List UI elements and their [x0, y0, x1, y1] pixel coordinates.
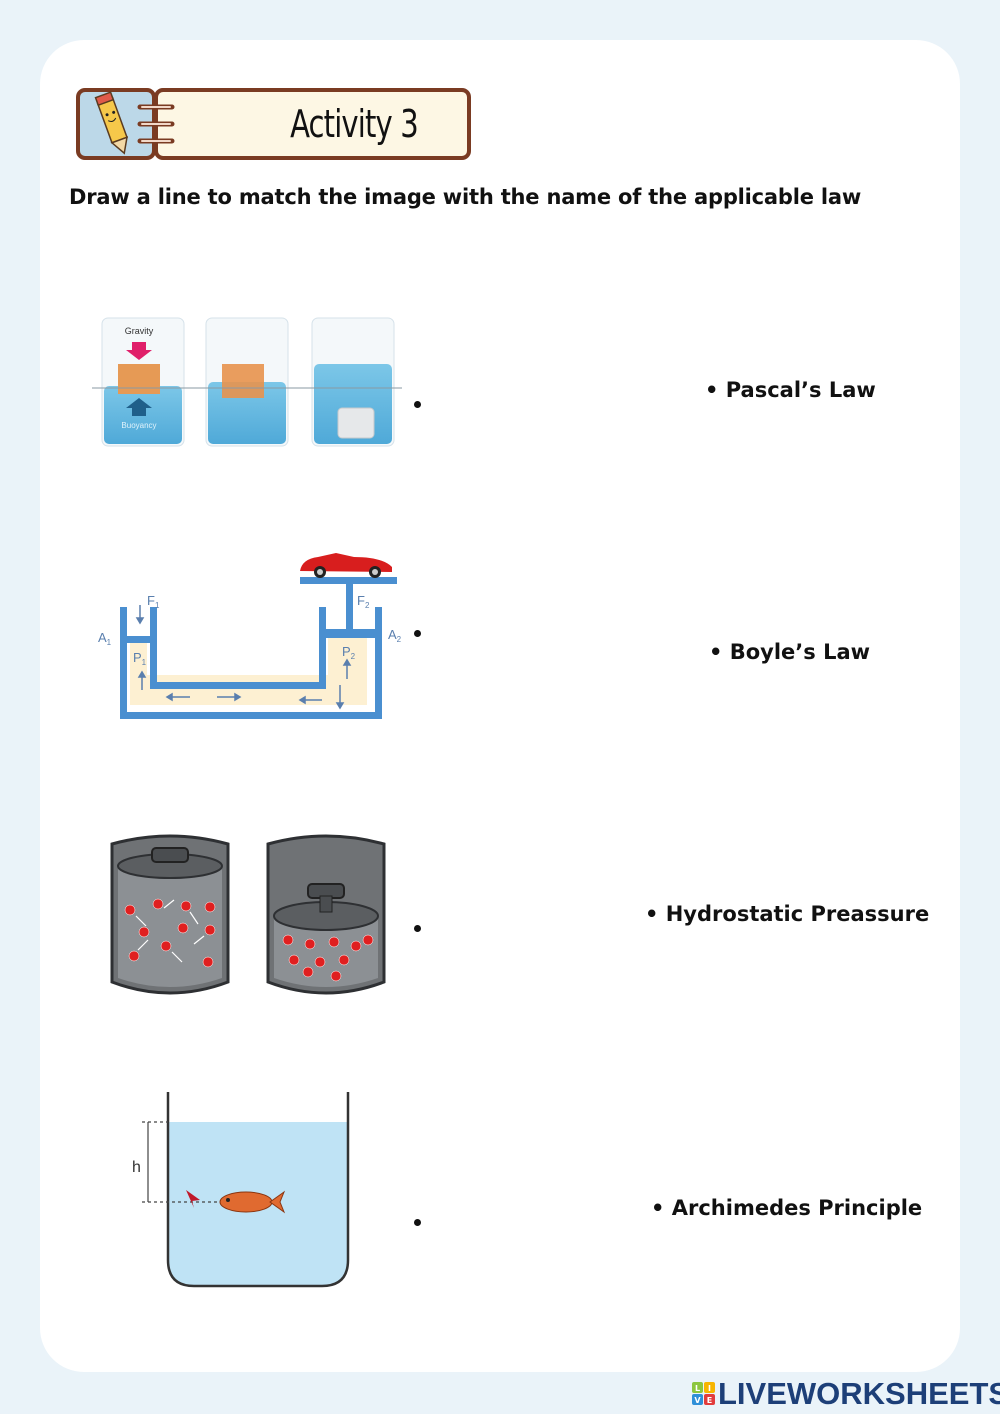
buoyancy-label: Buoyancy	[121, 421, 156, 430]
law-boyle[interactable]: • Boyle’s Law	[709, 640, 871, 664]
beaker-3	[311, 317, 395, 447]
f1-label: F1	[147, 593, 160, 610]
cylinder-compressed	[266, 834, 386, 995]
match-dot-image-4[interactable]	[414, 1219, 421, 1226]
notebook-pencil-icon	[76, 88, 471, 160]
cylinder-expanded	[110, 834, 230, 995]
hydraulic-press-image: F1 F2 A1 A2 P1 P2	[98, 553, 402, 719]
f2-label: F2	[357, 593, 370, 610]
svg-text:E: E	[707, 1396, 712, 1405]
car-icon	[300, 553, 392, 578]
fish-depth-image: h	[132, 1092, 350, 1288]
instruction-text: Draw a line to match the image with the …	[69, 185, 862, 209]
liveworksheets-logo-icon: L I V E	[692, 1382, 715, 1405]
match-dot-image-1[interactable]	[414, 401, 421, 408]
liveworksheets-logo: L I V E LIVEWORKSHEETS	[692, 1376, 1000, 1412]
p1-label: P1	[133, 650, 147, 667]
law-pascal[interactable]: • Pascal’s Law	[705, 378, 876, 402]
match-dot-image-2[interactable]	[414, 630, 421, 637]
svg-text:V: V	[694, 1396, 701, 1405]
p2-label: P2	[342, 644, 356, 661]
activity-banner: Activity 3	[76, 87, 472, 161]
svg-text:L: L	[695, 1384, 700, 1393]
buoyancy-beakers-image: Gravity Buoyancy	[92, 317, 402, 447]
a1-label: A1	[98, 630, 112, 647]
beaker-1: Gravity Buoyancy	[101, 317, 185, 447]
svg-text:I: I	[708, 1384, 711, 1393]
law-hydrostatic-pressure[interactable]: • Hydrostatic Preassure	[645, 902, 930, 926]
fish-icon	[219, 1190, 286, 1214]
match-dot-image-3[interactable]	[414, 925, 421, 932]
depth-h-label: h	[132, 1159, 141, 1176]
liveworksheets-brand: LIVEWORKSHEETS	[718, 1376, 1000, 1411]
beaker-2	[205, 317, 289, 447]
a2-label: A2	[388, 627, 402, 644]
activity-title: Activity 3	[290, 102, 419, 146]
gravity-label: Gravity	[125, 326, 154, 336]
law-archimedes[interactable]: • Archimedes Principle	[651, 1196, 923, 1220]
gas-cylinders-image	[110, 834, 386, 995]
